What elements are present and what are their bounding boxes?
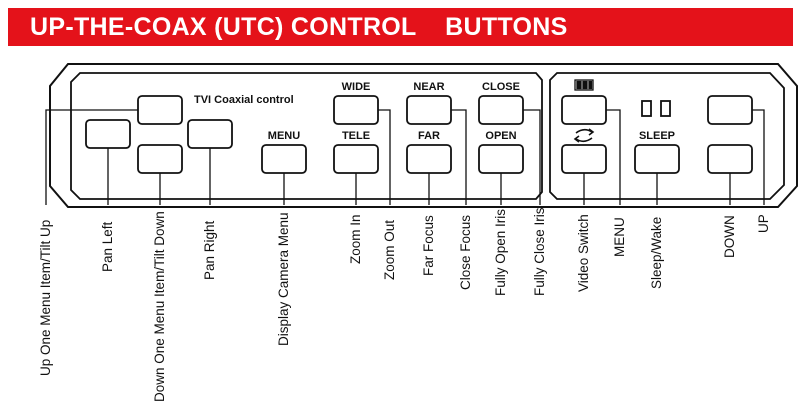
leader-up-tilt — [45, 109, 138, 205]
panel-outer-frame — [49, 63, 798, 208]
leader-close — [523, 109, 541, 205]
up-button — [707, 95, 753, 125]
leader-wide — [378, 109, 391, 205]
menu-button-label: MENU — [268, 130, 300, 142]
sleep-button — [634, 144, 680, 174]
callout-open-iris: Fully Open Iris — [493, 208, 508, 296]
callout-down: DOWN — [722, 215, 737, 258]
callout-pan-right: Pan Right — [202, 220, 217, 280]
sleep-button-label: SLEEP — [639, 130, 675, 142]
leader-up — [752, 109, 765, 205]
callout-zoom-in: Zoom In — [348, 214, 363, 264]
up-tilt-button — [137, 95, 183, 125]
wide-button-label: WIDE — [342, 81, 371, 93]
panel-right-inner-frame — [549, 72, 785, 200]
callout-display-menu: Display Camera Menu — [276, 212, 291, 346]
title-banner: UP-THE-COAX (UTC) CONTROL BUTTONS — [8, 8, 793, 46]
video-switch-button — [561, 144, 607, 174]
callout-sleep-wake: Sleep/Wake — [649, 216, 664, 289]
callout-close-focus: Close Focus — [458, 214, 473, 290]
callout-zoom-out: Zoom Out — [382, 219, 397, 280]
callout-menu: MENU — [612, 217, 627, 257]
panel-caption: TVI Coaxial control — [194, 94, 294, 106]
pan-left-button — [85, 119, 131, 149]
callout-up-tilt: Up One Menu Item/Tilt Up — [38, 219, 53, 376]
close-button — [478, 95, 524, 125]
two-rectangles-icon — [641, 100, 671, 117]
wide-button — [333, 95, 379, 125]
down-button — [707, 144, 753, 174]
near-button — [406, 95, 452, 125]
callout-pan-left: Pan Left — [100, 221, 115, 272]
video-switch-top-button — [561, 95, 607, 125]
close-button-label: CLOSE — [482, 81, 520, 93]
menu-button — [261, 144, 307, 174]
leader-near — [451, 109, 467, 205]
panel-left-inner-frame — [70, 72, 543, 200]
video-bars-icon — [574, 79, 594, 91]
pan-right-button — [187, 119, 233, 149]
far-button-label: FAR — [418, 130, 440, 142]
tele-button-label: TELE — [342, 130, 370, 142]
banner-title: UP-THE-COAX (UTC) CONTROL BUTTONS — [30, 13, 568, 41]
open-button-label: OPEN — [485, 130, 516, 142]
callout-up: UP — [756, 214, 771, 233]
callout-video-switch: Video Switch — [576, 214, 591, 292]
callout-down-tilt: Down One Menu Item/Tilt Down — [152, 211, 167, 402]
callout-close-iris: Fully Close Iris — [532, 207, 547, 296]
near-button-label: NEAR — [413, 81, 444, 93]
far-button — [406, 144, 452, 174]
tele-button — [333, 144, 379, 174]
callout-far-focus: Far Focus — [421, 215, 436, 276]
swap-arrows-icon — [573, 128, 595, 143]
leader-video-top — [606, 109, 621, 205]
down-tilt-button — [137, 144, 183, 174]
open-button — [478, 144, 524, 174]
